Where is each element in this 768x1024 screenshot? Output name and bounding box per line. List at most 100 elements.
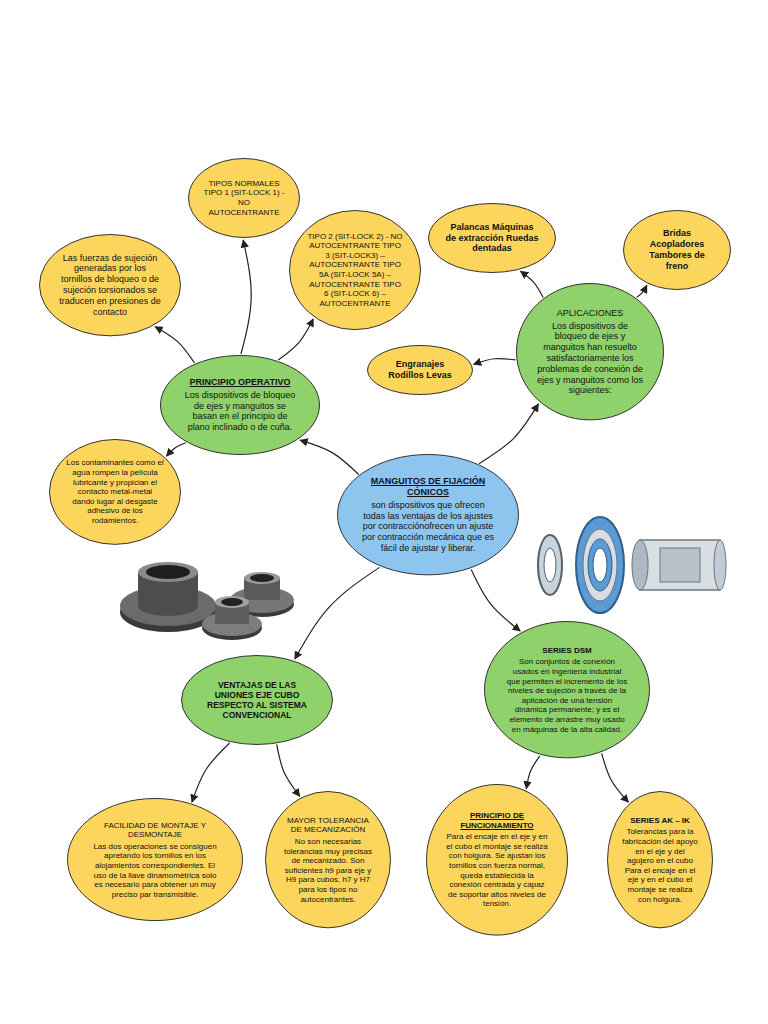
ellipse-node: SERIES DSMSon conjuntos de conexión usad…: [484, 621, 650, 758]
connector-arrow: [521, 271, 544, 297]
ellipse-node: PRINCIPIO DE FUNCIONAMIENTO Para el encaj…: [426, 784, 568, 936]
ellipse-node: APLICACIONES Los dispositivos de bloqueo …: [516, 283, 664, 420]
sleeve-base: [138, 596, 198, 616]
ellipse-shape: [429, 204, 556, 273]
sleeve-bore: [146, 565, 190, 579]
ellipse-shape: [338, 455, 519, 575]
ellipse-node: Engranajes Rodillos Levas: [367, 345, 473, 395]
bearing-inner-ring: [588, 539, 612, 591]
sleeve-bore: [221, 598, 243, 606]
node-heading: PRINCIPIO DE FUNCIONAMIENTO: [445, 811, 550, 830]
node-text: Bridas Acopladores Tambores de freno: [637, 228, 717, 271]
connector-arrow: [637, 285, 647, 297]
ellipse-node: TIPOS NORMALES TIPO 1 (SIT-LOCK 1) - NO …: [188, 158, 300, 238]
node-text: Engranajes Rodillos Levas: [381, 359, 459, 381]
connector-arrow: [166, 443, 185, 456]
ellipse-shape: [161, 356, 320, 455]
node-text: Las fuerzas de sujeción generadas por lo…: [58, 253, 163, 318]
node-text: No son necesarias tolerancias muy precis…: [282, 837, 375, 904]
connector-arrow: [295, 567, 380, 659]
connector-arrow: [471, 569, 520, 631]
sleeve-top: [244, 572, 280, 584]
connector-arrow: [155, 327, 194, 363]
connector-arrow: [278, 319, 313, 360]
bearing-balls: [583, 529, 617, 601]
ellipse-node: MAYOR TOLERANCIA DE MECANIZACIÓN No son n…: [265, 791, 391, 928]
bearing-assembly: [538, 517, 726, 613]
node-heading: PRINCIPIO OPERATIVO: [181, 377, 299, 388]
node-text-wrap: Las fuerzas de sujeción generadas por lo…: [58, 253, 163, 318]
node-heading: SERIES AK – IK: [621, 816, 699, 826]
sleeve-end: [714, 540, 726, 590]
node-text-wrap: FACILIDAD DE MONTAJE Y DESMONTAJE Las dos…: [90, 821, 220, 900]
ellipse-shape: [608, 792, 713, 928]
node-text-wrap: MANGUITOS DE FIJACIÓN CÓNICOSson disposi…: [361, 476, 496, 554]
connector-arrow: [241, 240, 251, 354]
node-heading: MANGUITOS DE FIJACIÓN CÓNICOS: [361, 476, 496, 498]
node-text-wrap: MAYOR TOLERANCIA DE MECANIZACIÓN No son n…: [282, 816, 375, 904]
node-text-wrap: APLICACIONES Los dispositivos de bloqueo …: [535, 308, 645, 396]
ellipse-shape: [290, 210, 421, 329]
connector-arrow: [300, 440, 359, 474]
ellipse-shape: [624, 211, 731, 290]
connector-arrow: [474, 358, 516, 364]
node-heading: APLICACIONES: [535, 308, 645, 319]
node-text-wrap: Bridas Acopladores Tambores de freno: [637, 228, 717, 271]
ellipse-node: PRINCIPIO OPERATIVO Los dispositivos de b…: [160, 355, 320, 455]
connector-arrow: [479, 404, 538, 464]
lock-nut-large: [120, 562, 216, 632]
ellipse-node: FACILIDAD DE MONTAJE Y DESMONTAJE Las dos…: [67, 798, 243, 921]
node-text: Para el encaje en el eje y en el cubo el…: [445, 832, 550, 909]
ellipse-node: Las fuerzas de sujeción generadas por lo…: [39, 234, 181, 336]
ellipse-shape: [266, 792, 391, 928]
node-text-wrap: Palancas Máquinas de extracción Ruedas d…: [445, 222, 540, 254]
connector-arrow: [526, 756, 540, 789]
ellipse-shape: [517, 284, 664, 420]
bearing-outer-ring: [576, 517, 624, 613]
node-text: VENTAJAS DE LAS UNIONES EJE CUBO RESPECT…: [201, 680, 313, 721]
ellipse-node: SERIES AK – IKTolerancias para la fabric…: [607, 791, 713, 928]
ellipse-shape: [50, 440, 181, 545]
sleeve-top: [215, 596, 249, 608]
node-text: Los dispositivos de bloqueo de ejes y ma…: [181, 390, 299, 433]
ellipse-shape: [485, 622, 650, 758]
node-text: Los dispositivos de bloqueo de ejes y ma…: [535, 321, 645, 397]
node-text-wrap: Engranajes Rodillos Levas: [381, 359, 459, 381]
ellipse-node: MANGUITOS DE FIJACIÓN CÓNICOSson disposi…: [337, 454, 519, 575]
node-text-wrap: PRINCIPIO DE FUNCIONAMIENTO Para el encaj…: [445, 811, 550, 909]
bearing-bore: [593, 548, 607, 582]
ellipse-node: Palancas Máquinas de extracción Ruedas d…: [428, 203, 556, 273]
node-heading: SERIES DSM: [506, 646, 629, 656]
node-heading: FACILIDAD DE MONTAJE Y DESMONTAJE: [90, 821, 220, 840]
connector-arrow: [277, 744, 300, 796]
node-text-wrap: PRINCIPIO OPERATIVO Los dispositivos de b…: [181, 377, 299, 433]
ellipse-shape: [40, 234, 181, 335]
node-text-wrap: SERIES DSMSon conjuntos de conexión usad…: [506, 646, 629, 734]
node-text-wrap: VENTAJAS DE LAS UNIONES EJE CUBO RESPECT…: [201, 680, 313, 721]
node-text-wrap: Los contaminantes como el agua rompen la…: [66, 458, 164, 525]
node-text: son dispositivos que ofrecen todas las v…: [361, 500, 496, 554]
node-text-wrap: TIPOS NORMALES TIPO 1 (SIT-LOCK 1) - NO …: [203, 179, 286, 217]
ellipse-node: Los contaminantes como el agua rompen la…: [49, 439, 181, 545]
ellipse-shape: [368, 346, 473, 395]
node-text: Tolerancias para la fabricación del apoy…: [621, 827, 699, 904]
node-text-wrap: SERIES AK – IKTolerancias para la fabric…: [621, 816, 699, 904]
node-text: TIPO 2 (SIT-LOCK 2) - NO AUTOCENTRANTE T…: [306, 232, 404, 309]
ellipse-node: Bridas Acopladores Tambores de freno: [623, 210, 731, 290]
sleeve-end: [632, 540, 648, 590]
ellipse-node: TIPO 2 (SIT-LOCK 2) - NO AUTOCENTRANTE T…: [289, 210, 421, 330]
node-heading: MAYOR TOLERANCIA DE MECANIZACIÓN: [282, 816, 375, 835]
node-text: Las dos operaciones se consiguen apretan…: [90, 842, 220, 900]
node-text: TIPOS NORMALES TIPO 1 (SIT-LOCK 1) - NO …: [203, 179, 286, 217]
ellipse-shape: [182, 656, 333, 745]
node-text: Palancas Máquinas de extracción Ruedas d…: [445, 222, 540, 254]
ellipse-shape: [189, 159, 300, 238]
lock-nut: [538, 535, 562, 595]
sleeve-taper: [660, 548, 700, 582]
sleeve-top: [138, 562, 198, 582]
node-text: Los contaminantes como el agua rompen la…: [66, 458, 164, 525]
ellipse-node: VENTAJAS DE LAS UNIONES EJE CUBO RESPECT…: [181, 655, 333, 745]
connector-arrow: [602, 753, 629, 802]
adapter-sleeve: [640, 540, 720, 590]
